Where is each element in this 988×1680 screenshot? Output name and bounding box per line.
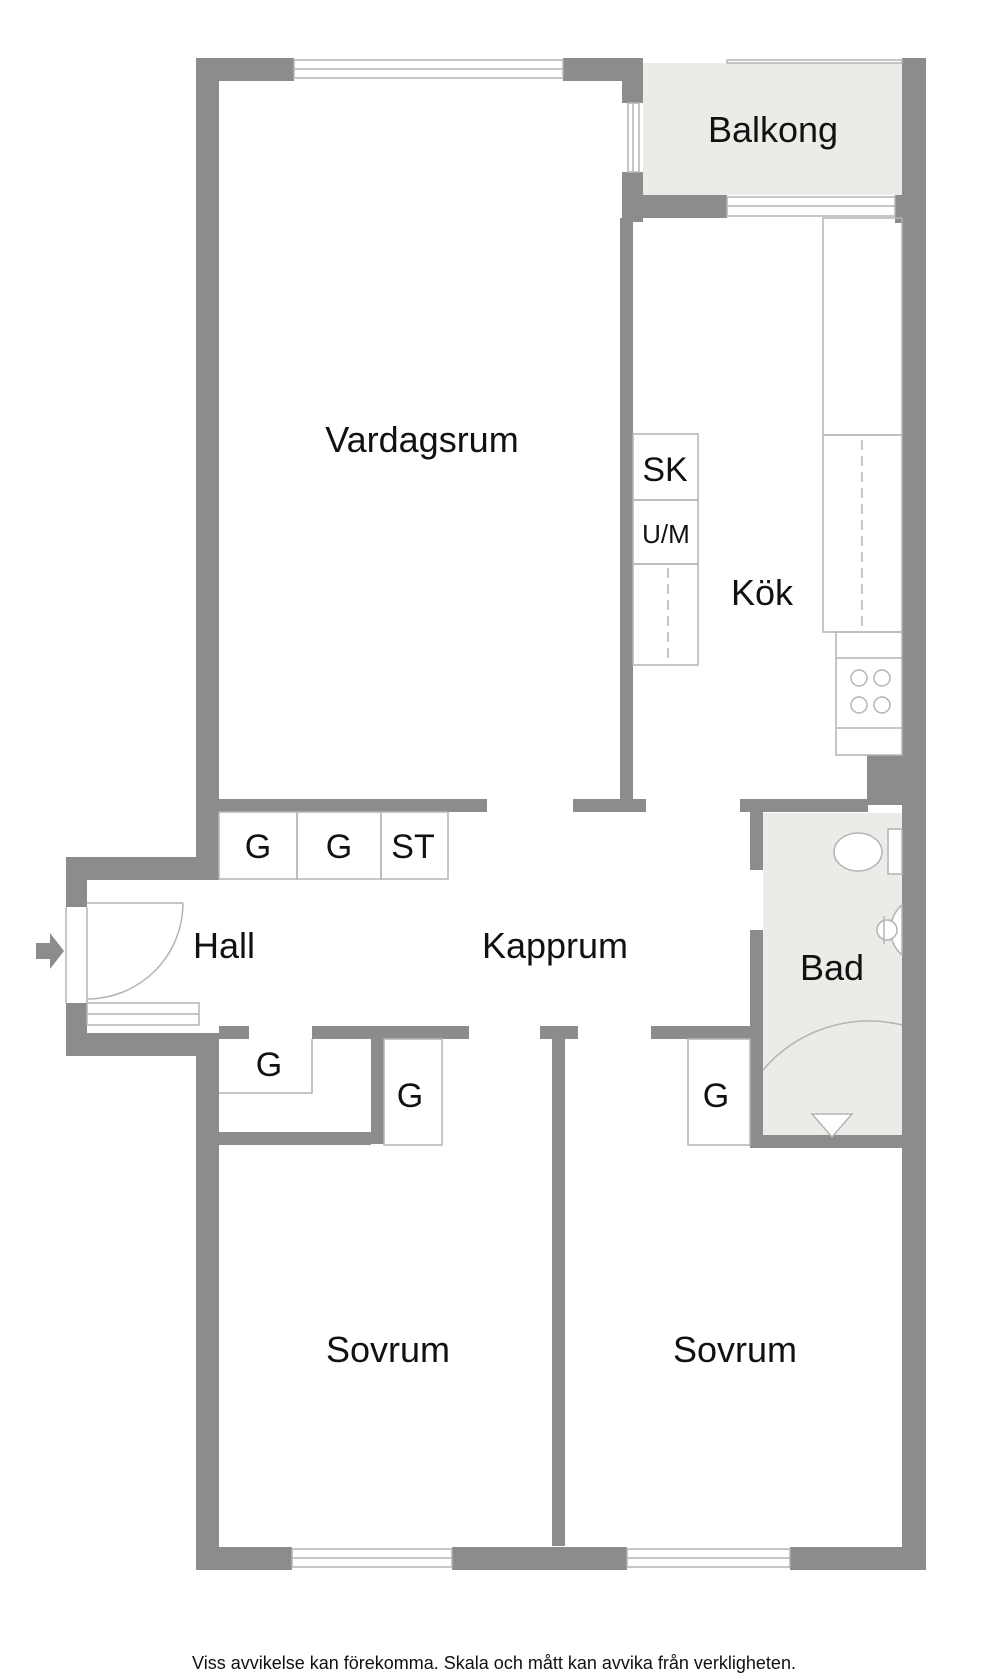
room-label-vardagsrum: Vardagsrum — [325, 419, 518, 460]
closets — [218, 811, 751, 1146]
disclaimer-text: Viss avvikelse kan förekomma. Skala och … — [192, 1653, 796, 1673]
room-label-hall: Hall — [193, 925, 255, 966]
fixture-label-g-top-2: G — [326, 828, 352, 866]
balkong-floor — [643, 63, 903, 195]
fixture-label-g-lower-2: G — [397, 1077, 423, 1115]
bath-fixtures — [762, 828, 903, 1139]
room-label-kok: Kök — [731, 572, 794, 613]
fixture-label-g-lower-3: G — [703, 1077, 729, 1115]
kitchen-fixtures — [632, 217, 903, 756]
fixture-label-g-top-1: G — [245, 828, 271, 866]
room-label-bad: Bad — [800, 947, 864, 988]
fixture-label-st: ST — [391, 828, 434, 866]
bad-floor — [763, 813, 903, 1138]
fixture-label-um: U/M — [642, 519, 690, 549]
fixture-label-g-lower-1: G — [256, 1046, 282, 1084]
room-label-kapprum: Kapprum — [482, 925, 628, 966]
room-label-sovrum-left: Sovrum — [326, 1329, 450, 1370]
entrance-door — [65, 902, 184, 1003]
walls — [66, 58, 926, 1570]
window-sashes — [87, 68, 895, 1559]
entrance-arrow-icon — [36, 933, 64, 969]
room-label-balkong: Balkong — [708, 109, 838, 150]
room-label-sovrum-right: Sovrum — [673, 1329, 797, 1370]
fixture-label-sk: SK — [642, 451, 688, 489]
